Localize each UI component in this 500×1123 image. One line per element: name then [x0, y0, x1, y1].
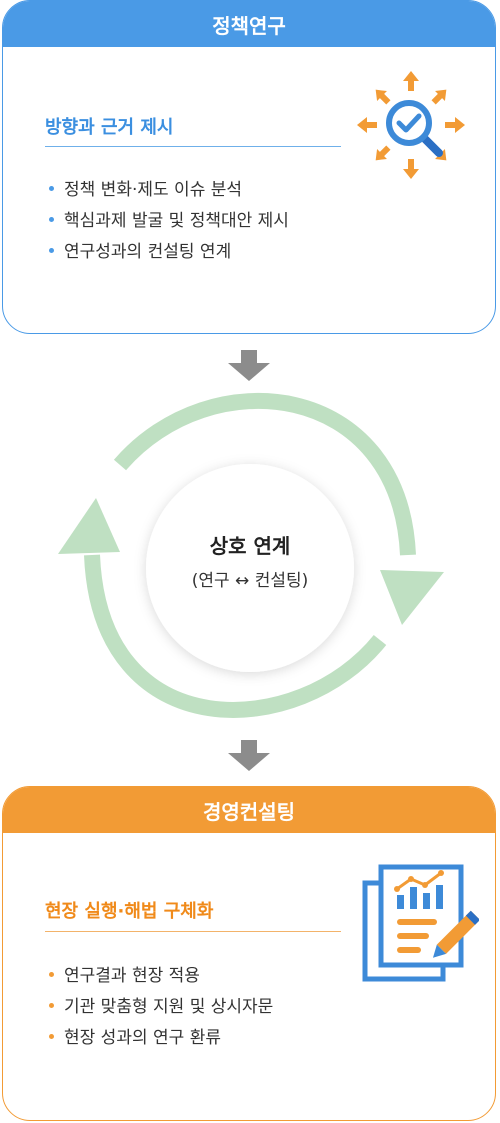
research-item-text: 정책 변화·제도 이슈 분석	[64, 180, 243, 200]
center-circle	[146, 464, 354, 672]
down-arrow-icon	[228, 350, 270, 381]
research-divider	[45, 146, 341, 147]
research-subtitle: 방향과 근거 제시	[45, 117, 174, 138]
consulting-item-list: 연구결과 현장 적용 기관 맞춤형 지원 및 상시자문 현장 성과의 연구 환류	[49, 961, 273, 1054]
list-item: 정책 변화·제도 이슈 분석	[49, 175, 289, 206]
list-item: 연구결과 현장 적용	[49, 961, 273, 992]
bullet-dot	[49, 1002, 54, 1008]
cycle-arrow-right	[113, 392, 416, 556]
research-item-text: 연구성과의 컨설팅 연계	[64, 242, 232, 262]
cycle-arrowhead-right	[380, 570, 444, 625]
bullet-dot	[49, 971, 54, 977]
consulting-subtitle: 현장 실행·해법 구체화	[45, 901, 214, 922]
bullet-dot	[49, 216, 54, 222]
list-item: 기관 맞춤형 지원 및 상시자문	[49, 992, 273, 1023]
research-item-list: 정책 변화·제도 이슈 분석 핵심과제 발굴 및 정책대안 제시 연구성과의 컨…	[49, 175, 289, 268]
down-arrow-icon	[228, 740, 270, 771]
research-header: 정책연구	[3, 1, 495, 47]
consulting-item-text: 연구결과 현장 적용	[64, 966, 200, 986]
research-item-text: 핵심과제 발굴 및 정책대안 제시	[64, 211, 289, 231]
bullet-dot	[49, 247, 54, 253]
consulting-item-text: 현장 성과의 연구 환류	[64, 1028, 221, 1048]
list-item: 현장 성과의 연구 환류	[49, 1023, 273, 1054]
consulting-item-text: 기관 맞춤형 지원 및 상시자문	[64, 997, 274, 1017]
magnifier-check-icon	[357, 71, 465, 179]
cycle-arrowhead-left	[58, 498, 120, 554]
bullet-dot	[49, 1033, 54, 1039]
research-card: 정책연구 방향과 근거 제시 정책 변화·제도 이슈 분석 핵심과제 발굴 및 …	[2, 0, 496, 334]
bullet-dot	[49, 185, 54, 191]
list-item: 연구성과의 컨설팅 연계	[49, 237, 289, 268]
cycle-arrow-left	[84, 554, 387, 718]
center-subtitle: (연구 ↔ 컨설팅)	[191, 571, 309, 591]
consulting-card: 경영컨설팅 현장 실행·해법 구체화 연구결과 현장 적용 기관 맞춤형 지원 …	[2, 786, 496, 1121]
consulting-divider	[45, 931, 341, 932]
list-item: 핵심과제 발굴 및 정책대안 제시	[49, 206, 289, 237]
report-chart-pencil-icon	[362, 864, 479, 982]
cycle-diagram	[58, 392, 444, 718]
center-title: 상호 연계	[209, 534, 291, 558]
consulting-header: 경영컨설팅	[3, 787, 495, 833]
